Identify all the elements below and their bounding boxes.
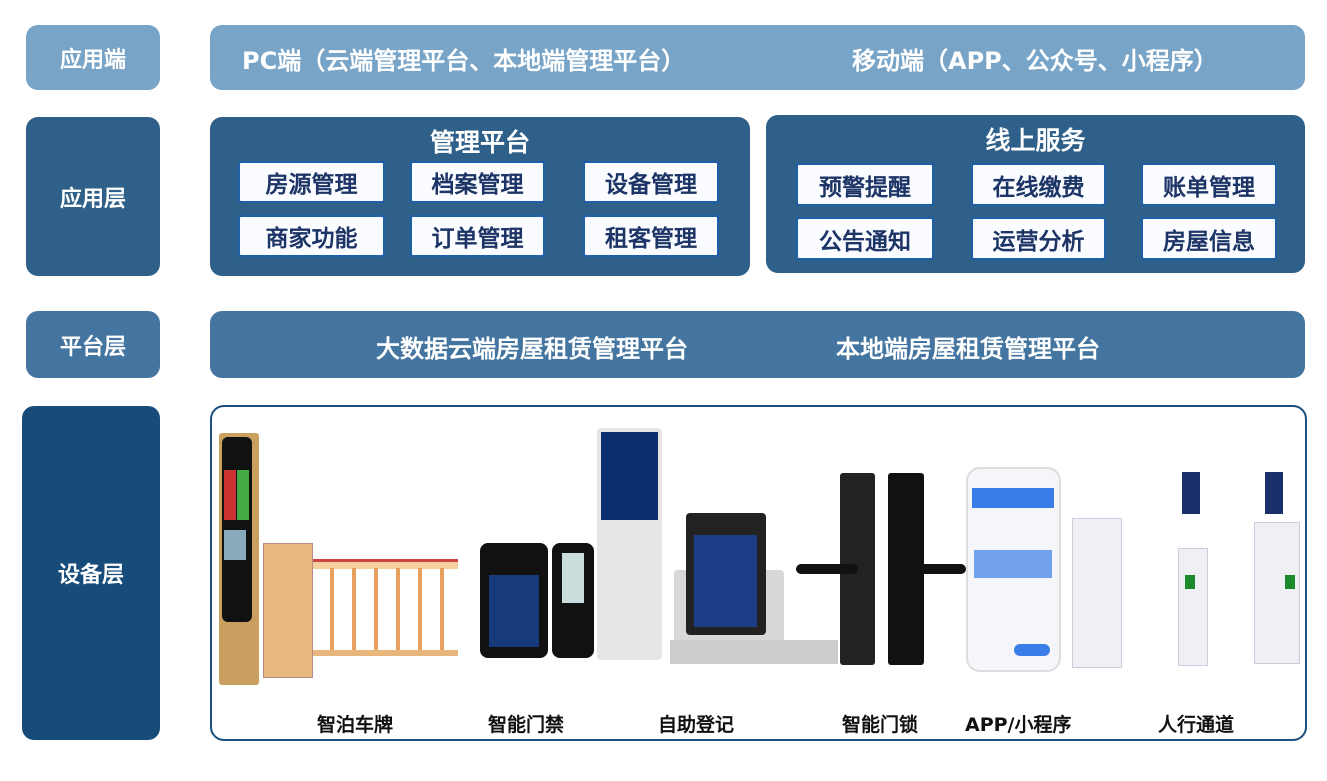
- device-caption: 人行通道: [1158, 714, 1235, 736]
- device-caption: 智能门锁: [842, 714, 919, 736]
- client-bar: PC端（云端管理平台、本地端管理平台） 移动端（APP、公众号、小程序）: [210, 25, 1305, 90]
- service-item: 账单管理: [1141, 163, 1277, 206]
- service-item: 公告通知: [796, 217, 934, 260]
- local-platform-text: 本地端房屋租赁管理平台: [836, 335, 1100, 363]
- layer-label-client: 应用端: [26, 25, 160, 90]
- module-item: 设备管理: [583, 161, 719, 203]
- cloud-platform-text: 大数据云端房屋租赁管理平台: [376, 335, 688, 363]
- platform-bar: 大数据云端房屋租赁管理平台 本地端房屋租赁管理平台: [210, 311, 1305, 378]
- service-item: 运营分析: [971, 217, 1106, 260]
- device-caption: 智泊车牌: [317, 714, 394, 736]
- service-item: 预警提醒: [796, 163, 934, 206]
- mobile-client-text: 移动端（APP、公众号、小程序）: [852, 47, 1218, 75]
- management-title: 管理平台: [429, 128, 530, 157]
- online-title: 线上服务: [985, 126, 1086, 155]
- device-caption: APP/小程序: [965, 714, 1072, 736]
- device-caption: 智能门禁: [488, 714, 565, 736]
- module-item: 订单管理: [410, 215, 545, 257]
- management-platform-panel: 管理平台 房源管理 档案管理 设备管理 商家功能 订单管理 租客管理: [210, 117, 750, 276]
- module-item: 档案管理: [410, 161, 545, 203]
- layer-label-device: 设备层: [22, 406, 160, 740]
- pc-client-text: PC端（云端管理平台、本地端管理平台）: [242, 47, 686, 75]
- service-item: 房屋信息: [1141, 217, 1277, 260]
- module-item: 房源管理: [238, 161, 385, 203]
- online-services-panel: 线上服务 预警提醒 在线缴费 账单管理 公告通知 运营分析 房屋信息: [766, 115, 1305, 273]
- module-item: 商家功能: [238, 215, 385, 257]
- layer-label-platform: 平台层: [26, 311, 160, 378]
- service-item: 在线缴费: [971, 163, 1106, 206]
- layer-label-application: 应用层: [26, 117, 160, 276]
- module-item: 租客管理: [583, 215, 719, 257]
- device-caption: 自助登记: [658, 714, 735, 736]
